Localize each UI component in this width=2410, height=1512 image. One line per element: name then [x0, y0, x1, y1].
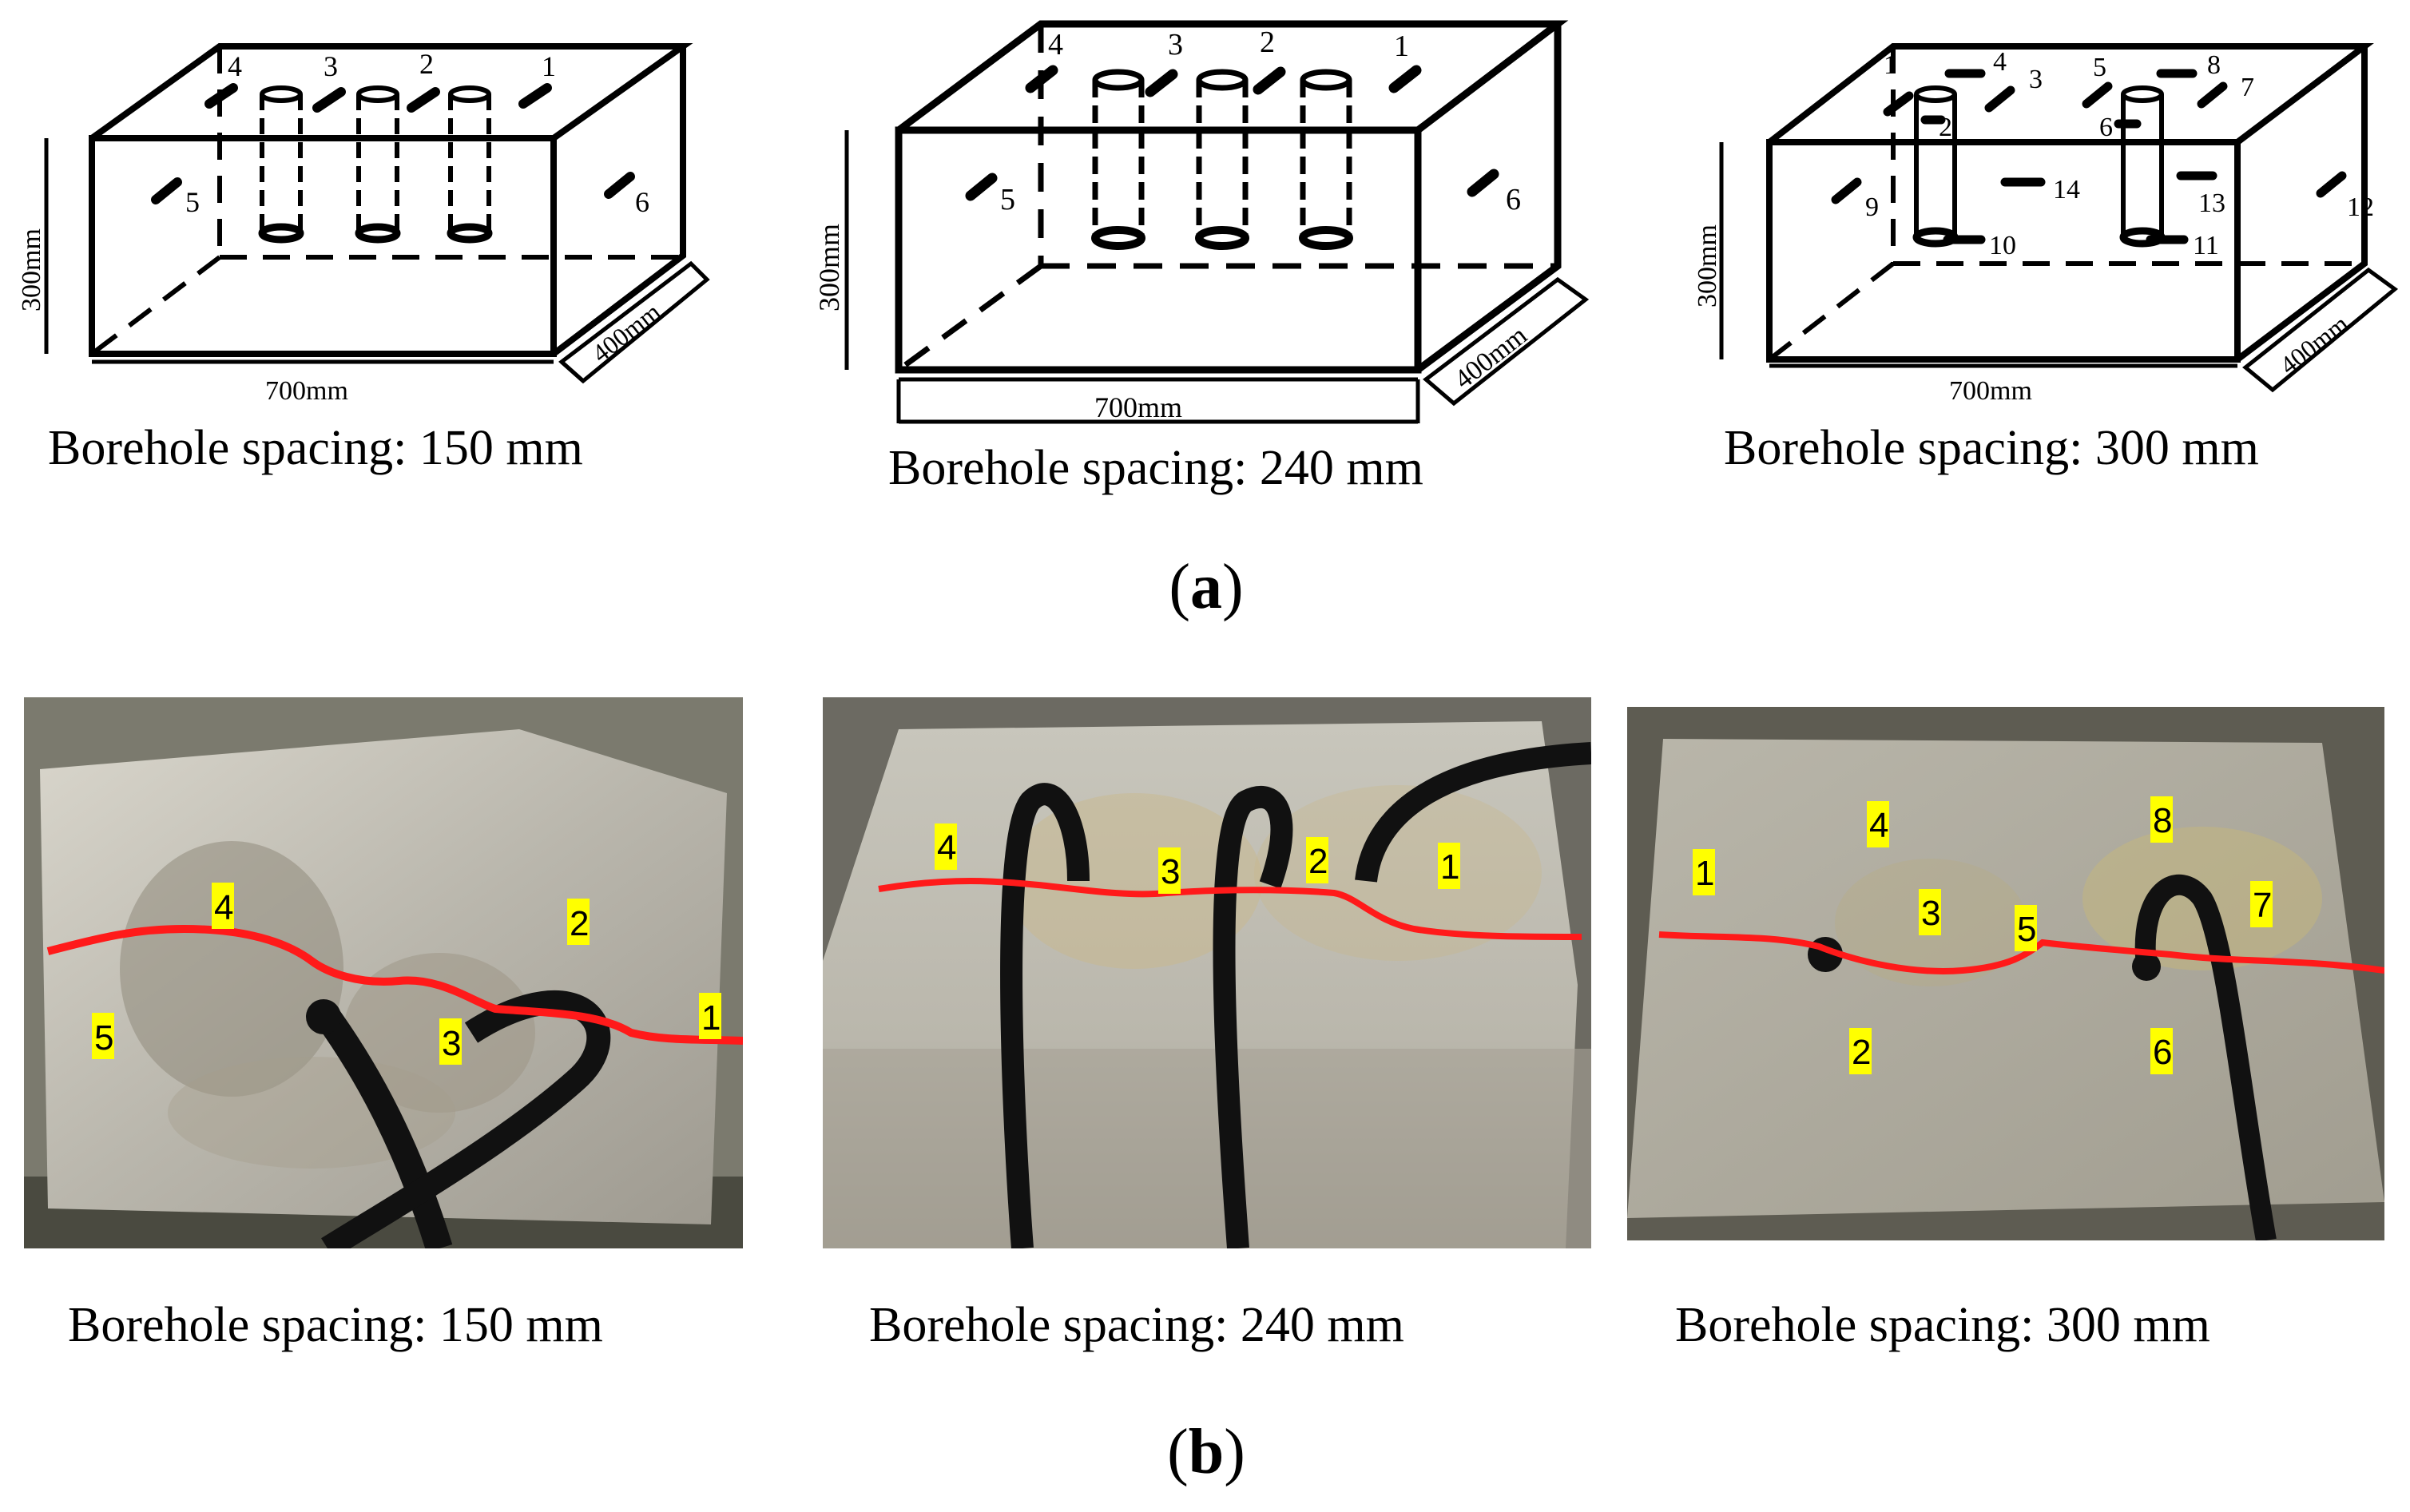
borehole: [258, 85, 304, 244]
sensor-label: 1: [1394, 30, 1409, 63]
photo-caption-240mm: Borehole spacing: 240 mm: [869, 1298, 1404, 1352]
svg-text:4: 4: [937, 828, 956, 867]
svg-text:7: 7: [2253, 886, 2272, 925]
diagram-caption-240mm: Borehole spacing: 240 mm: [888, 441, 1423, 495]
svg-text:1: 1: [701, 998, 721, 1038]
sensor-label: 12: [2347, 192, 2374, 222]
dimension-height-label: 300mm: [1693, 224, 1722, 308]
specimen-photo-300mm: 1 4 3 5 8 7 2 6: [1627, 707, 2384, 1240]
sensor-label: 14: [2053, 175, 2080, 204]
dimension-height-label: 300mm: [813, 224, 845, 312]
sensor-label: 5: [185, 186, 200, 218]
svg-text:6: 6: [2153, 1033, 2172, 1072]
sensor-label: 11: [2193, 231, 2219, 260]
sensor-label: 1: [542, 50, 556, 82]
svg-text:4: 4: [1869, 806, 1888, 845]
dimension-length-label: 700mm: [265, 376, 348, 406]
sensor-label: 6: [2099, 113, 2113, 142]
sensor-label: 8: [2207, 50, 2221, 80]
sensor-label: 2: [1260, 26, 1275, 59]
sensor-label: 3: [324, 50, 338, 82]
block-diagram-300mm: 1 2 3 4 5 6 7 8 9 10 11 12 13 14 300mm 7…: [1693, 43, 2399, 406]
sensor-label: 5: [2093, 53, 2106, 82]
tag-label: 1 4 3 5 8 7 2 6: [1693, 796, 2273, 1074]
svg-text:8: 8: [2153, 801, 2172, 840]
svg-text:2: 2: [1308, 842, 1328, 881]
sensor-label: 10: [1989, 231, 2016, 260]
svg-text:2: 2: [1852, 1033, 1871, 1072]
sensor-label: 3: [2029, 65, 2043, 94]
photo-caption-300mm: Borehole spacing: 300 mm: [1675, 1298, 2210, 1352]
sensor-label: 6: [635, 186, 649, 218]
tag-label: 4 2 3 1 5: [92, 883, 721, 1065]
tag-label: 4 3 2 1: [935, 823, 1460, 894]
specimen-photo-240mm: 4 3 2 1: [823, 697, 1591, 1248]
photo-caption-150mm: Borehole spacing: 150 mm: [68, 1298, 603, 1352]
diagram-caption-150mm: Borehole spacing: 150 mm: [48, 421, 583, 475]
dimension-length-label: 700mm: [1949, 376, 2032, 406]
sensor-label: 9: [1865, 192, 1879, 222]
sensor-label: 3: [1168, 28, 1183, 62]
sensor-label: 5: [1000, 183, 1015, 216]
sensor-label: 2: [419, 48, 434, 80]
dimension-height-label: 300mm: [17, 228, 46, 312]
svg-text:5: 5: [2017, 910, 2036, 949]
svg-text:5: 5: [94, 1018, 113, 1058]
svg-text:2: 2: [570, 904, 589, 943]
sensor-label: 13: [2198, 189, 2225, 218]
panel-label-a: (a): [1169, 552, 1244, 622]
svg-text:1: 1: [1695, 854, 1714, 893]
svg-text:3: 3: [442, 1024, 461, 1063]
svg-text:1: 1: [1440, 847, 1459, 887]
dimension-length-label: 700mm: [1094, 391, 1182, 423]
sensor-label: 4: [1048, 28, 1063, 62]
specimen-photo-150mm: 4 2 3 1 5: [24, 697, 743, 1248]
svg-text:3: 3: [1921, 894, 1940, 933]
sensor-label: 4: [228, 50, 242, 82]
sensor-label: 7: [2241, 73, 2254, 102]
block-diagram-150mm: 4 3 2 1 5 6 300mm 700mm 400mm: [17, 43, 710, 406]
sensor-label: 2: [1939, 113, 1952, 142]
block-diagram-240mm: 4 3 2 1 5 6 300mm 700mm 400mm: [813, 20, 1590, 424]
sensor-label: 1: [1884, 50, 1897, 80]
sensor-label: 6: [1506, 183, 1521, 216]
svg-text:4: 4: [214, 888, 233, 927]
svg-text:3: 3: [1161, 852, 1180, 891]
panel-label-b: (b): [1167, 1417, 1245, 1487]
sensor-label: 4: [1993, 47, 2007, 77]
diagram-caption-300mm: Borehole spacing: 300 mm: [1724, 421, 2259, 475]
